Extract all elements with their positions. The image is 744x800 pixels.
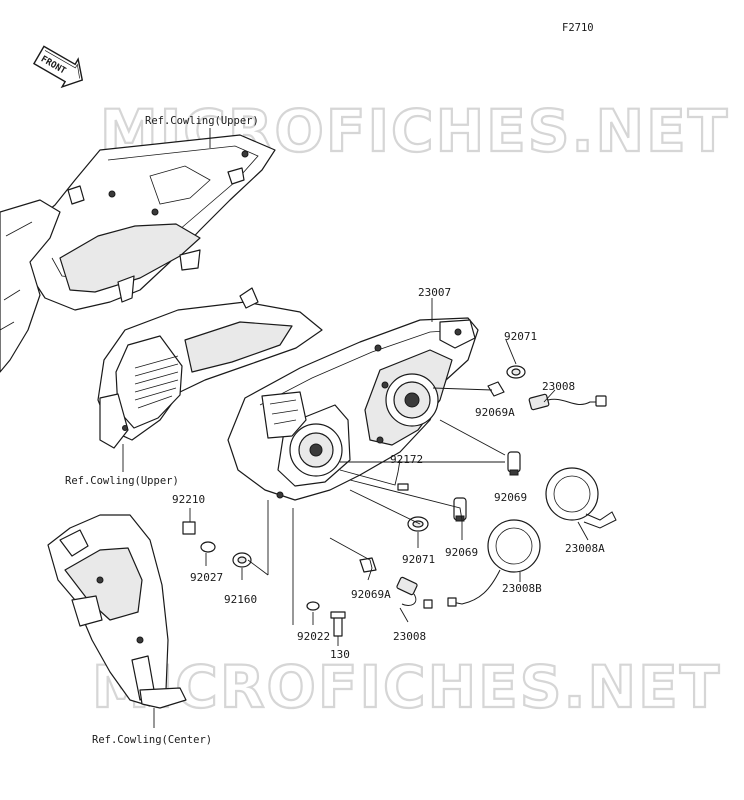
- figure-id: F2710: [562, 22, 594, 34]
- upper-cowling-drawing: [0, 134, 276, 373]
- label-130: 130: [330, 648, 350, 661]
- label-23008-bottom: 23008: [393, 630, 426, 643]
- label-92069A-bottom: 92069A: [351, 588, 391, 601]
- grommet-92071-mid-drawing: [407, 516, 429, 532]
- ref-cowling-upper-left: Ref.Cowling(Upper): [65, 475, 179, 487]
- collar-92027-drawing: [200, 541, 216, 553]
- front-arrow-icon: FRONT: [32, 45, 84, 89]
- ref-cowling-center: Ref.Cowling(Center): [92, 734, 212, 746]
- nut-92210-drawing: [182, 521, 196, 535]
- watermark-bottom: MICROFICHES.NET: [92, 653, 721, 721]
- label-92069-right: 92069: [494, 491, 527, 504]
- cap-23008A-drawing: [545, 467, 617, 529]
- label-92210: 92210: [172, 493, 205, 506]
- label-92027: 92027: [190, 571, 223, 584]
- center-cowling-drawing: [47, 514, 187, 709]
- grommet-92071-top-drawing: [506, 365, 526, 379]
- label-23008A: 23008A: [565, 542, 605, 555]
- label-23008B: 23008B: [502, 582, 542, 595]
- left-duct-drawing: [97, 287, 323, 449]
- label-92071-mid: 92071: [402, 553, 435, 566]
- socket-23008-top-drawing: [528, 393, 607, 411]
- headlight-assembly-drawing: [227, 317, 479, 501]
- label-23008-top: 23008: [542, 380, 575, 393]
- grommet-92160-drawing: [232, 552, 252, 568]
- socket-23008-bottom-drawing: [396, 576, 433, 609]
- cap-23008B-drawing: [447, 519, 541, 607]
- bolt-130-drawing: [330, 611, 346, 637]
- label-92071-top: 92071: [504, 330, 537, 343]
- label-92069-mid: 92069: [445, 546, 478, 559]
- bulb-92069A-bottom-drawing: [359, 557, 377, 573]
- washer-92022-drawing: [306, 601, 320, 611]
- label-92172: 92172: [390, 453, 423, 466]
- ref-cowling-upper-top: Ref.Cowling(Upper): [145, 115, 259, 127]
- bulb-92069A-top-drawing: [487, 381, 505, 397]
- label-92069A-top: 92069A: [475, 406, 515, 419]
- label-23007: 23007: [418, 286, 451, 299]
- label-92160: 92160: [224, 593, 257, 606]
- label-92022: 92022: [297, 630, 330, 643]
- screw-92172-drawing: [397, 483, 409, 491]
- bulb-92069-right-drawing: [507, 451, 521, 476]
- leader-lines: [122, 128, 589, 728]
